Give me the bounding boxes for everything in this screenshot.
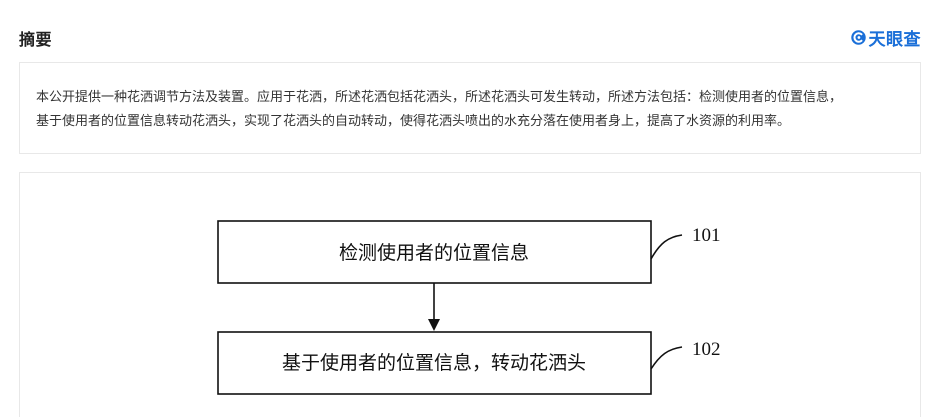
flow-step-box-1 (217, 220, 652, 284)
flow-step-leader-2 (650, 346, 683, 370)
flow-arrow-head (428, 319, 440, 331)
flow-step-box-2 (217, 331, 652, 395)
abstract-figure-panel: 检测使用者的位置信息 101 基于使用者的位置信息，转动花洒头 102 (19, 172, 921, 417)
abstract-panel: 本公开提供一种花洒调节方法及装置。应用于花洒，所述花洒包括花洒头，所述花洒头可发… (19, 62, 921, 154)
brand-logo[interactable]: 天眼查 (850, 26, 922, 50)
abstract-text: 本公开提供一种花洒调节方法及装置。应用于花洒，所述花洒包括花洒头，所述花洒头可发… (36, 90, 843, 129)
section-title: 摘要 (19, 30, 53, 49)
flow-step-label-2: 基于使用者的位置信息，转动花洒头 (282, 352, 586, 374)
flow-step-ref-2: 102 (692, 339, 721, 360)
flow-step-leader-1 (650, 234, 683, 260)
tianyancha-logo-icon (850, 29, 866, 45)
flow-step-label-1: 检测使用者的位置信息 (339, 242, 529, 264)
flow-step-ref-1: 101 (692, 225, 721, 246)
flowchart: 检测使用者的位置信息 101 基于使用者的位置信息，转动花洒头 102 (217, 220, 721, 395)
brand-name: 天眼查 (868, 29, 921, 50)
